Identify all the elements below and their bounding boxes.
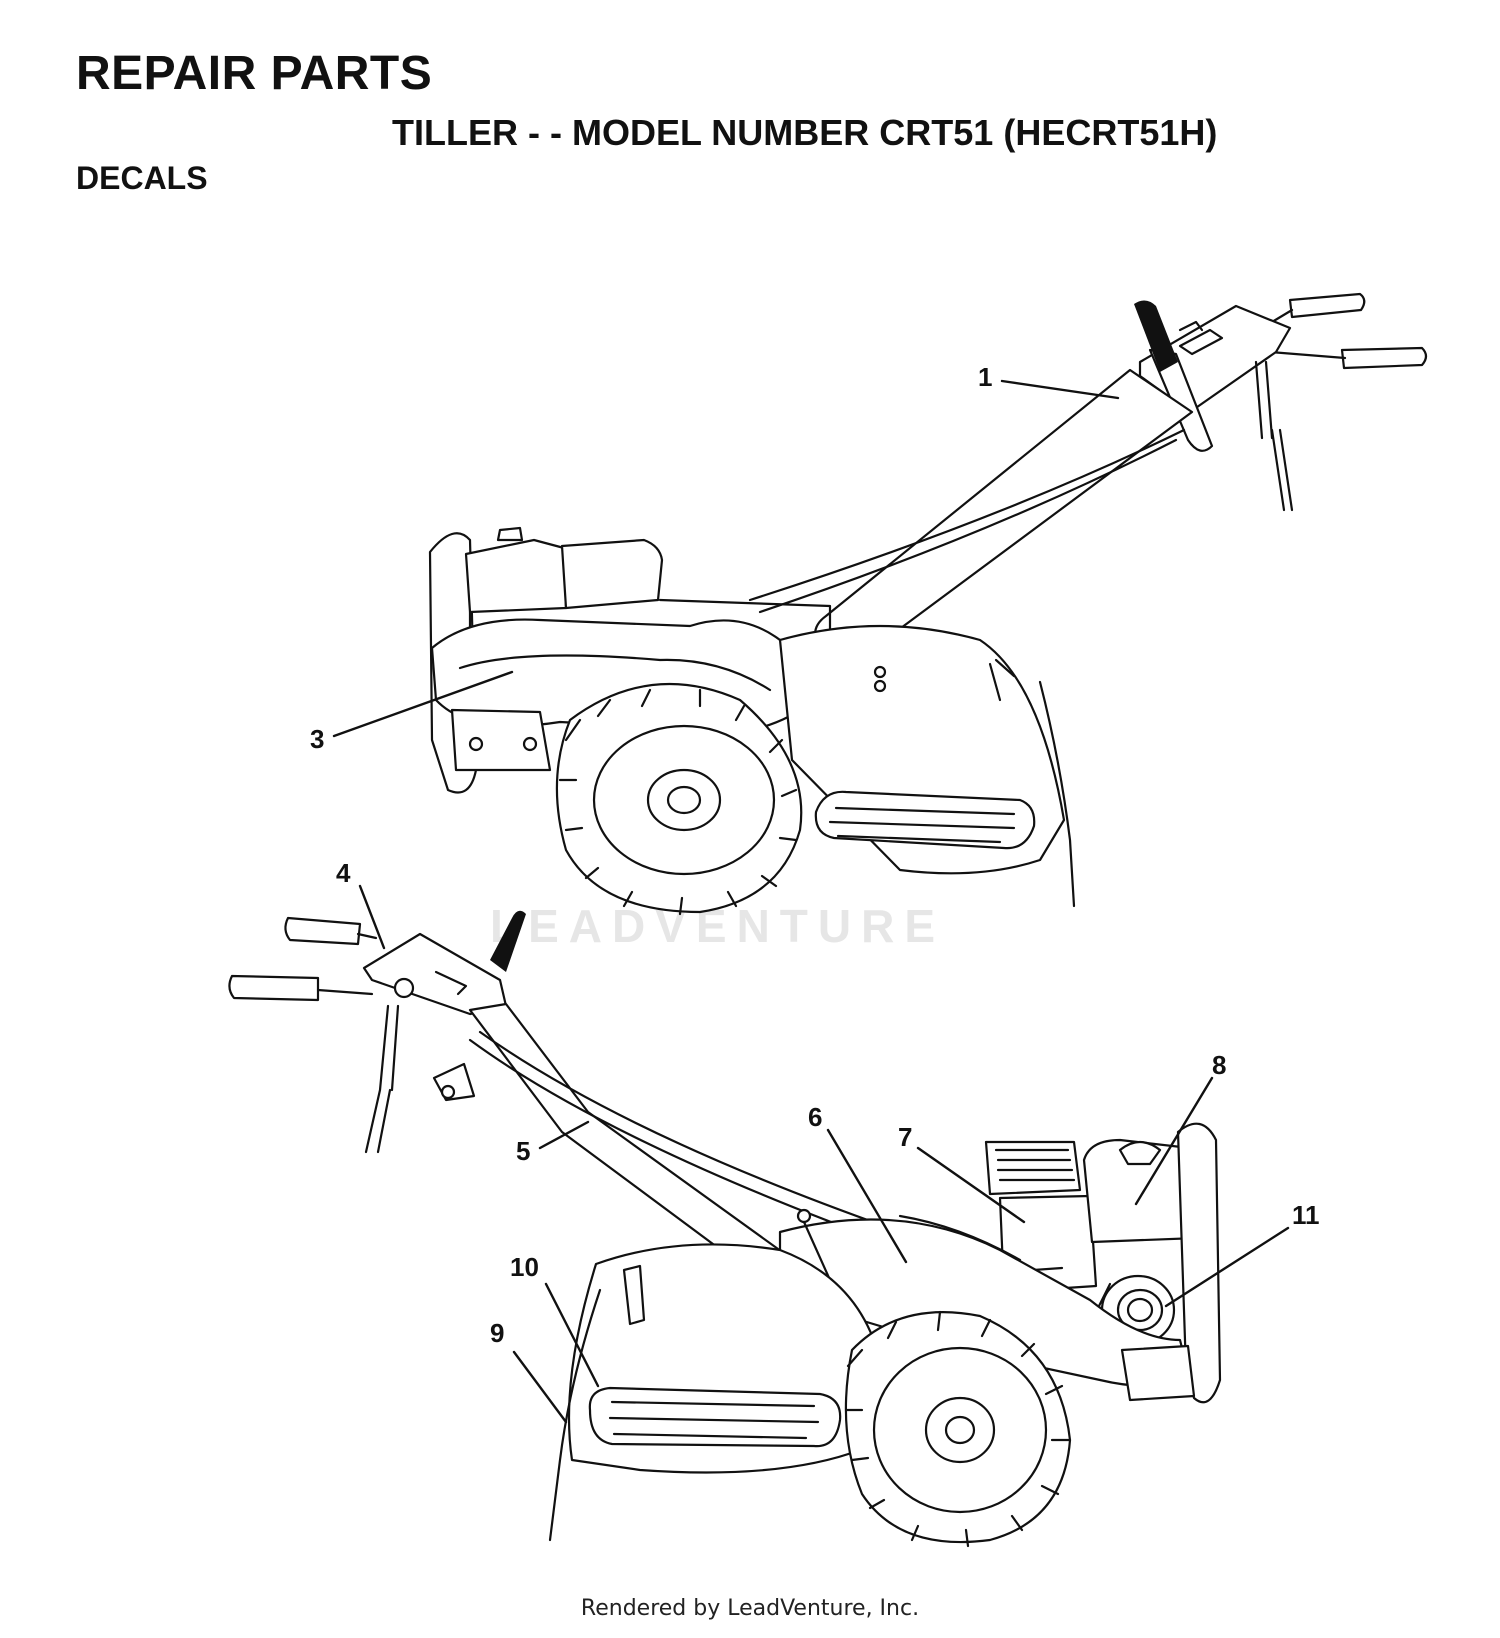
lower-bumper <box>1176 1122 1222 1404</box>
callout-8: 8 <box>1212 1050 1226 1080</box>
leader-4 <box>358 884 386 950</box>
callout-10: 10 <box>510 1252 539 1282</box>
leader-3 <box>332 670 514 738</box>
upper-wheel-hub <box>666 785 702 815</box>
lower-shift-knob <box>490 910 526 972</box>
callout-7: 7 <box>898 1122 912 1152</box>
callout-4: 4 <box>336 858 351 888</box>
footer-credit: Rendered by LeadVenture, Inc. <box>580 1596 920 1621</box>
leader-6 <box>826 1128 908 1264</box>
callout-5: 5 <box>516 1136 530 1166</box>
callout-11: 11 <box>1292 1200 1320 1230</box>
section-heading: DECALS <box>76 160 208 196</box>
leader-5 <box>538 1120 590 1150</box>
leader-9 <box>512 1350 568 1424</box>
callout-1: 1 <box>978 362 992 392</box>
lower-wheel-hub <box>944 1415 976 1445</box>
model-subtitle: TILLER - - MODEL NUMBER CRT51 (HECRT51H) <box>392 112 1218 153</box>
upper-grip-rear <box>1288 292 1366 319</box>
lower-fuel-cap <box>1118 1140 1162 1166</box>
lower-grip-rear <box>284 916 362 946</box>
upper-air-cleaner <box>560 538 664 610</box>
callout-3: 3 <box>310 724 324 754</box>
leader-8 <box>1134 1076 1214 1206</box>
lower-grip-front <box>228 974 320 1002</box>
tiller-upper-illustration <box>428 292 1428 916</box>
upper-handle-tube <box>814 368 1194 663</box>
page-title: REPAIR PARTS <box>76 47 433 100</box>
upper-fuel-tank <box>464 538 568 614</box>
upper-shift-knob <box>1134 300 1178 372</box>
tiller-lower-illustration <box>228 910 1222 1548</box>
leader-7 <box>916 1146 1026 1224</box>
leader-11 <box>1164 1226 1290 1308</box>
lower-handle-head <box>362 932 508 1016</box>
upper-grip-front <box>1340 346 1428 370</box>
callout-labels: 1 3 4 5 6 7 8 9 10 11 <box>310 362 1320 1348</box>
upper-flap-plate <box>814 790 1036 850</box>
leader-lines <box>332 379 1290 1424</box>
callout-6: 6 <box>808 1102 822 1132</box>
leader-10 <box>544 1282 600 1388</box>
leader-1 <box>1000 379 1120 400</box>
callout-9: 9 <box>490 1318 504 1348</box>
